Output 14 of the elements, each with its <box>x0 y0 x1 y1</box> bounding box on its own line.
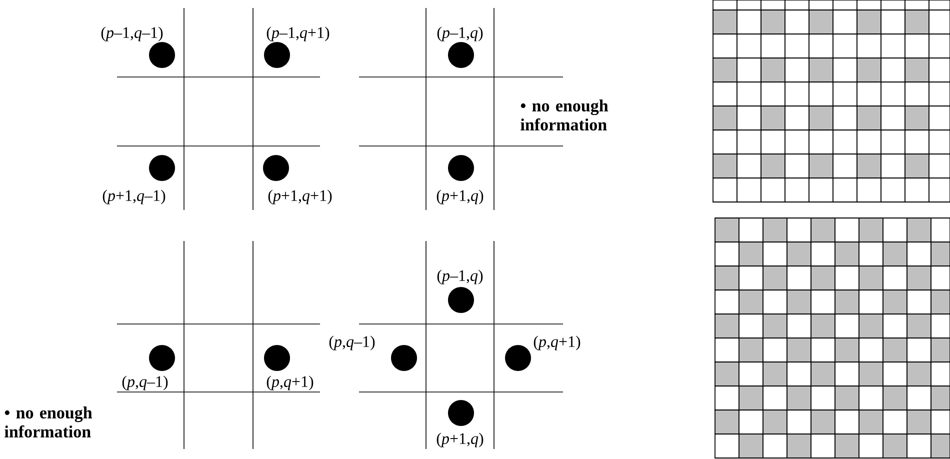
coordinate-label: (p+1,q–1) <box>102 190 166 204</box>
coordinate-label: (p,q–1) <box>122 376 168 390</box>
note-text: • no enough information <box>4 406 92 438</box>
coordinate-label: (p,q+1) <box>534 336 580 350</box>
coordinate-label: (p+1,q) <box>436 190 484 204</box>
coordinate-label: (p–1,q) <box>437 270 483 284</box>
coordinate-label: (p–1,q–1) <box>101 26 163 42</box>
coordinate-label: (p+1,q) <box>436 432 484 448</box>
coordinate-label: (p,q–1) <box>329 336 375 350</box>
coordinate-label: (p,q+1) <box>266 376 314 390</box>
coordinate-label: (p–1,q+1) <box>266 26 330 42</box>
note-text: • no enough information <box>520 100 608 130</box>
coordinate-label: (p+1,q+1) <box>268 190 332 204</box>
coordinate-label: (p–1,q) <box>437 26 483 42</box>
